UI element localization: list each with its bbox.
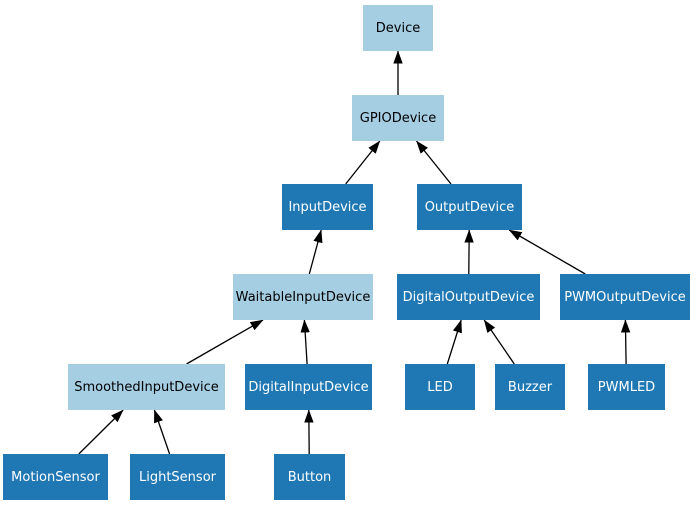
class-node-smoothedinputdevice[interactable]: SmoothedInputDevice bbox=[68, 364, 225, 410]
inherits-arrow-digitalinputdevice-to-waitableinputdevice bbox=[300, 319, 310, 365]
class-node-gpiodevice[interactable]: GPIODevice bbox=[352, 95, 444, 141]
inherits-arrow-motionsensor-to-smoothedinputdevice bbox=[78, 409, 124, 455]
class-node-led[interactable]: LED bbox=[405, 364, 475, 410]
inherits-arrow-pwmoutputdevice-to-outputdevice bbox=[508, 229, 586, 275]
inherits-arrow-lightsensor-to-smoothedinputdevice bbox=[153, 409, 171, 455]
class-node-lightsensor[interactable]: LightSensor bbox=[130, 454, 225, 500]
inherits-arrow-smoothedinputdevice-to-waitableinputdevice bbox=[186, 319, 264, 365]
inherits-arrow-outputdevice-to-gpiodevice bbox=[415, 140, 452, 185]
class-node-waitableinputdevice[interactable]: WaitableInputDevice bbox=[233, 274, 373, 320]
inherits-arrow-waitableinputdevice-to-inputdevice bbox=[308, 229, 323, 275]
class-node-buzzer[interactable]: Buzzer bbox=[495, 364, 565, 410]
class-node-device[interactable]: Device bbox=[363, 5, 433, 51]
class-node-digitalinputdevice[interactable]: DigitalInputDevice bbox=[245, 364, 372, 410]
class-node-inputdevice[interactable]: InputDevice bbox=[282, 184, 373, 230]
class-node-button[interactable]: Button bbox=[274, 454, 345, 500]
class-node-outputdevice[interactable]: OutputDevice bbox=[417, 184, 522, 230]
class-node-pwmled[interactable]: PWMLED bbox=[588, 364, 665, 410]
class-node-motionsensor[interactable]: MotionSensor bbox=[3, 454, 108, 500]
class-node-digitaloutputdevice[interactable]: DigitalOutputDevice bbox=[397, 274, 540, 320]
inherits-arrow-pwmled-to-pwmoutputdevice bbox=[620, 319, 631, 365]
inherits-arrow-led-to-digitaloutputdevice bbox=[446, 319, 462, 365]
inherits-arrow-buzzer-to-digitaloutputdevice bbox=[483, 319, 515, 365]
inherits-arrow-inputdevice-to-gpiodevice bbox=[345, 140, 381, 185]
class-node-pwmoutputdevice[interactable]: PWMOutputDevice bbox=[560, 274, 690, 320]
